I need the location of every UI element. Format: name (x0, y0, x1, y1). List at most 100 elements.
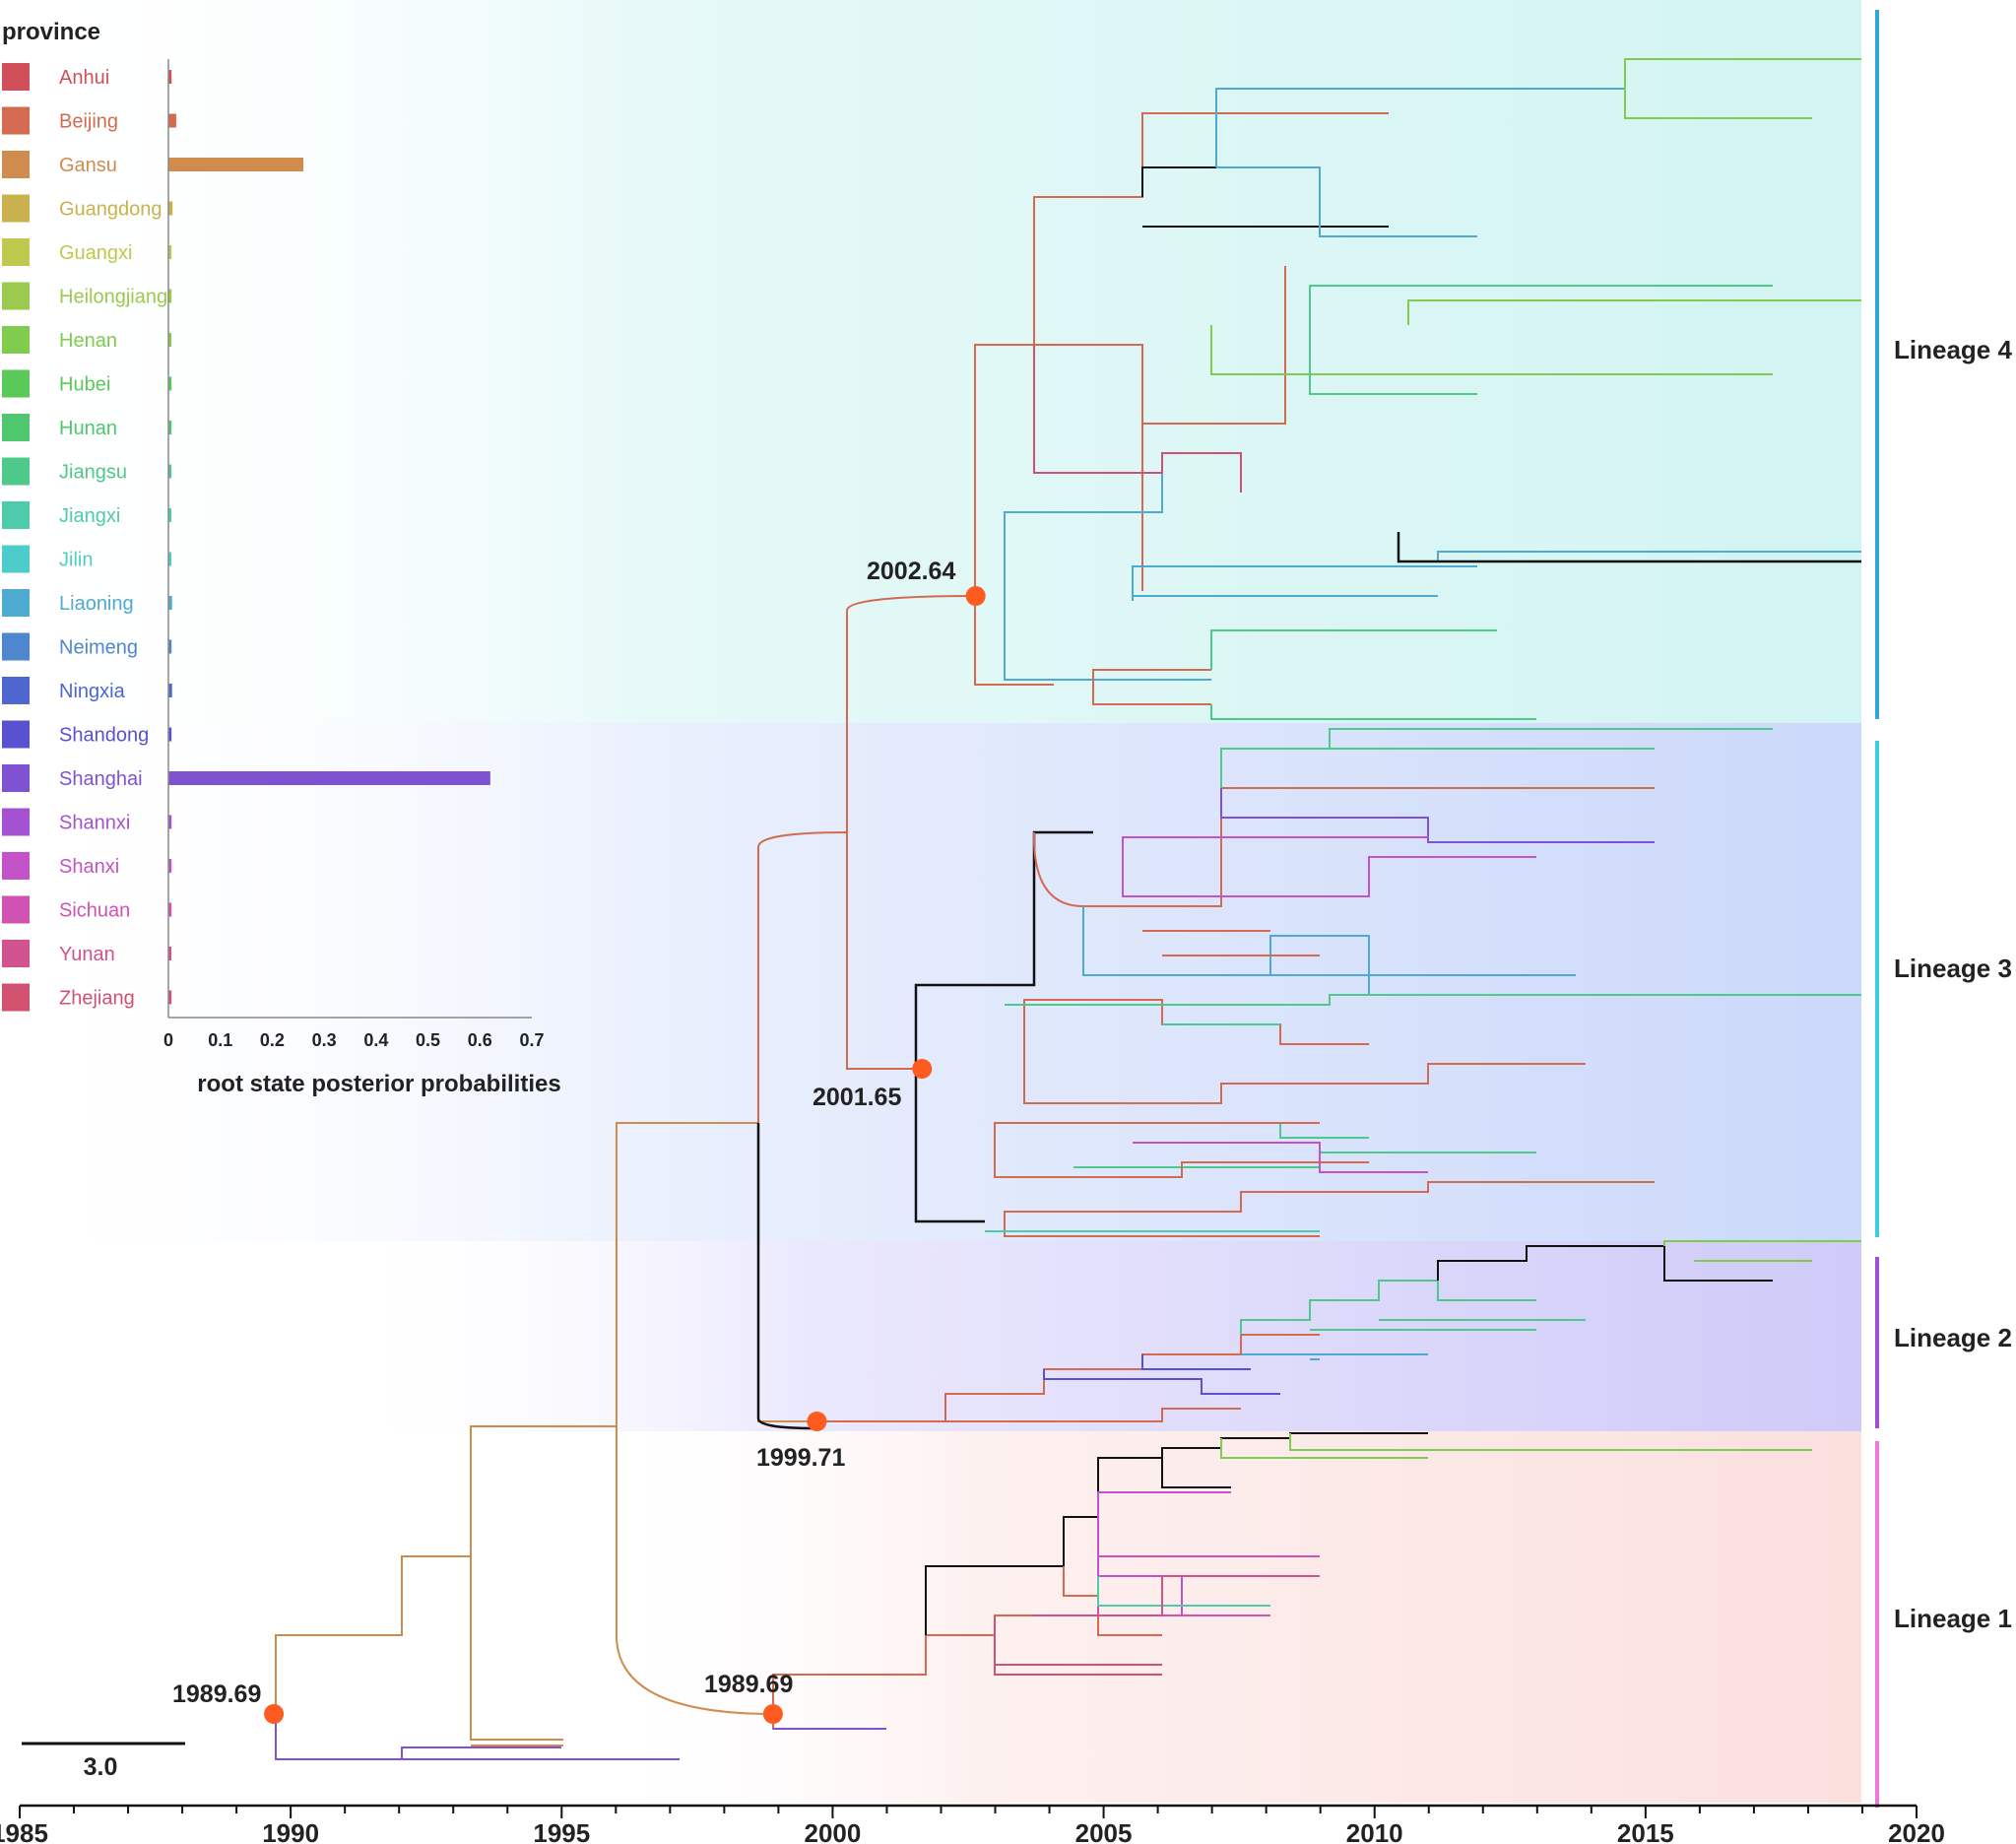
legend-label-hunan: Hunan (59, 418, 117, 439)
bar-tick-label: 0.7 (519, 1030, 544, 1050)
prob-bar-heilongjiang (168, 289, 172, 303)
lineage-2-band (335, 1241, 1861, 1431)
prob-bar-jiangsu (168, 464, 171, 479)
node-label-1999: 1999.71 (756, 1444, 845, 1472)
prob-bar-hunan (168, 421, 172, 434)
time-axis-label: 1995 (533, 1818, 590, 1844)
legend-label-shanxi: Shanxi (59, 856, 119, 878)
lineage-3-band (0, 723, 1861, 1241)
bar-tick-label: 0.2 (260, 1030, 285, 1050)
legend-swatch-jiangxi (2, 501, 30, 529)
time-axis-label: 2015 (1617, 1818, 1674, 1844)
legend-label-zhejiang: Zhejiang (59, 988, 135, 1010)
lineage-1-label: Lineage 1 (1894, 1604, 2012, 1633)
node-label-2001: 2001.65 (813, 1084, 901, 1111)
legend-swatch-shanghai (2, 764, 30, 792)
legend-swatch-shannxi (2, 808, 30, 836)
legend-label-yunan: Yunan (59, 944, 115, 965)
time-axis-label: 1990 (262, 1818, 319, 1844)
legend-label-hubei: Hubei (59, 374, 110, 396)
legend-swatch-ningxia (2, 677, 30, 704)
legend-swatch-hunan (2, 414, 30, 441)
legend-label-beijing: Beijing (59, 111, 118, 133)
bar-tick-label: 0 (163, 1030, 173, 1050)
node-marker-4 (762, 1704, 783, 1724)
legend-swatch-hubei (2, 369, 30, 398)
legend-swatch-zhejiang (2, 983, 30, 1012)
legend-swatch-sichuan (2, 895, 30, 924)
legend-label-liaoning: Liaoning (59, 593, 134, 615)
legend-label-jiangxi: Jiangxi (59, 505, 120, 527)
legend-label-anhui: Anhui (59, 67, 109, 89)
legend-swatch-shandong (2, 720, 30, 749)
lineage-3-label: Lineage 3 (1894, 954, 2012, 983)
prob-bar-jiangxi (168, 508, 171, 522)
legend-label-jiangsu: Jiangsu (59, 462, 127, 484)
legend-label-gansu: Gansu (59, 155, 117, 176)
prob-bar-henan (168, 333, 171, 347)
legend-swatch-yunan (2, 940, 30, 967)
prob-bar-jilin (168, 552, 171, 566)
node-marker-1 (912, 1059, 933, 1079)
lineage-2-label: Lineage 2 (1894, 1323, 2012, 1352)
prob-bar-gansu (168, 158, 304, 171)
time-axis-label: 1985 (0, 1818, 48, 1844)
legend-label-shannxi: Shannxi (59, 813, 130, 834)
prob-bar-liaoning (168, 596, 172, 610)
legend-swatch-jiangsu (2, 457, 30, 486)
legend-swatch-neimeng (2, 632, 30, 661)
legend-label-henan: Henan (59, 330, 117, 352)
bar-tick-label: 0.1 (208, 1030, 232, 1050)
legend-label-jilin: Jilin (59, 550, 93, 571)
prob-bar-hubei (168, 376, 172, 391)
time-axis-label: 2005 (1075, 1818, 1133, 1844)
legend-swatch-beijing (2, 106, 30, 135)
prob-bar-sichuan (168, 902, 172, 917)
province-legend: province AnhuiBeijingGansuGuangdongGuang… (2, 19, 561, 1097)
node-label-1989-root: 1989.69 (172, 1680, 261, 1708)
bar-tick-label: 0.3 (312, 1030, 337, 1050)
legend-swatch-gansu (2, 151, 30, 178)
legend-label-shandong: Shandong (59, 725, 149, 747)
legend-label-shanghai: Shanghai (59, 768, 143, 790)
prob-bar-yunan (168, 947, 171, 960)
time-axis-label: 2010 (1346, 1818, 1403, 1844)
prob-bar-shannxi (168, 815, 172, 829)
phylogenetic-tree (275, 58, 1861, 1760)
lineage-4-band (0, 0, 1861, 723)
node-marker-0 (965, 586, 986, 606)
time-axis-label: 2020 (1888, 1818, 1945, 1844)
legend-label-neimeng: Neimeng (59, 637, 138, 659)
legend-label-heilongjiang: Heilongjiang (59, 287, 167, 308)
legend-title: province (2, 19, 100, 45)
prob-bar-shandong (168, 727, 172, 742)
prob-bar-anhui (168, 70, 172, 84)
legend-swatch-guangxi (2, 238, 30, 266)
bar-axis-title: root state posterior probabilities (197, 1071, 560, 1097)
prob-bar-ningxia (168, 684, 172, 697)
node-label-1989-lineage1: 1989.69 (704, 1671, 793, 1698)
prob-bar-beijing (168, 113, 176, 128)
prob-bar-shanghai (168, 771, 490, 785)
legend-swatch-liaoning (2, 589, 30, 617)
prob-bar-guangdong (168, 201, 173, 216)
lineage-4-label: Lineage 4 (1894, 335, 2012, 364)
legend-swatch-henan (2, 326, 30, 354)
time-axis-label: 2000 (805, 1818, 862, 1844)
bar-tick-label: 0.6 (468, 1030, 492, 1050)
prob-bar-neimeng (168, 639, 172, 654)
legend-swatch-anhui (2, 63, 30, 91)
legend-label-guangxi: Guangxi (59, 242, 133, 264)
legend-label-ningxia: Ningxia (59, 681, 126, 702)
node-marker-2 (807, 1412, 827, 1431)
legend-label-guangdong: Guangdong (59, 199, 163, 221)
scale-bar-label: 3.0 (84, 1753, 118, 1781)
bar-tick-label: 0.5 (416, 1030, 440, 1050)
node-marker-3 (264, 1704, 285, 1724)
legend-swatch-jilin (2, 545, 30, 573)
bar-tick-label: 0.4 (363, 1030, 388, 1050)
prob-bar-guangxi (168, 245, 172, 259)
prob-bar-zhejiang (168, 990, 172, 1005)
prob-bar-shanxi (168, 859, 172, 873)
